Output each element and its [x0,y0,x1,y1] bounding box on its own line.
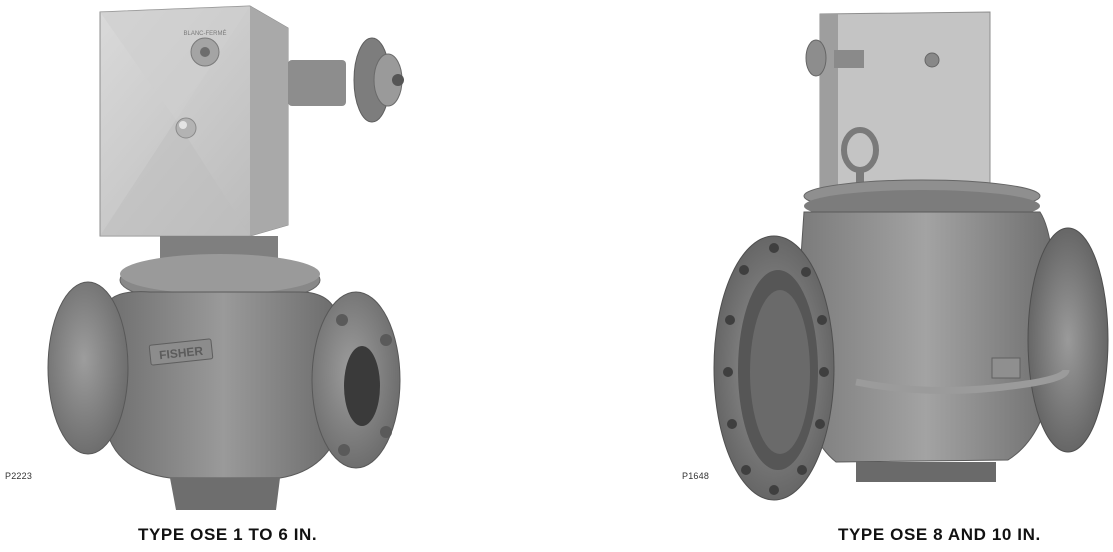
valve-photo-large [713,11,1109,501]
valve-photo-small: BLANC-FERMÉ FISHER [47,5,404,510]
figure-caption: TYPE OSE 8 AND 10 IN. [838,525,1041,544]
cover-marking: BLANC-FERMÉ [183,30,226,37]
figure-type-ose-large: P1648 TYPE OSE 8 AND 10 IN. [556,0,1113,552]
figure-caption: TYPE OSE 1 TO 6 IN. [138,525,318,544]
body-marking: FISHER [158,344,204,363]
figure-type-ose-small: BLANC-FERMÉ FISHER P2223 TYPE OSE 1 TO 6… [0,0,556,552]
photo-code: P2223 [5,471,33,481]
photo-code: P1648 [682,471,710,481]
